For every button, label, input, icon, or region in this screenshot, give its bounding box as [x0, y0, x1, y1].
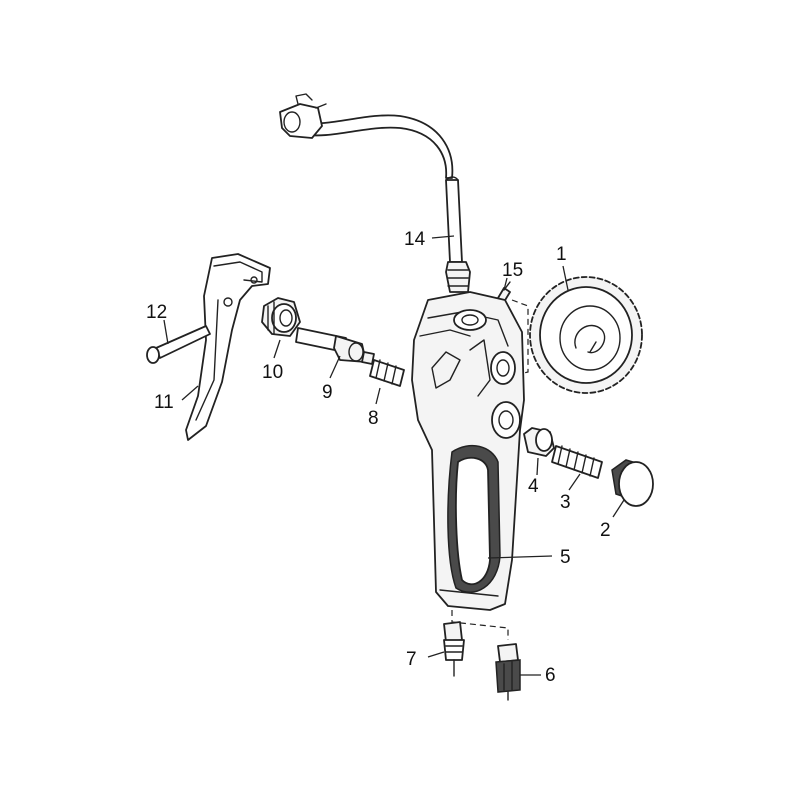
callout-3: 3 — [560, 492, 571, 513]
callout-2: 2 — [600, 520, 611, 541]
part-10-nut — [261, 297, 301, 337]
part-8-spring — [369, 359, 405, 387]
callout-1: 1 — [556, 244, 567, 265]
callout-14: 14 — [404, 229, 426, 250]
callout-7: 7 — [406, 649, 417, 670]
part-6-fitting — [495, 643, 521, 701]
callout-6: 6 — [545, 665, 556, 686]
part-11-trigger-lever — [185, 253, 271, 441]
callout-9: 9 — [322, 382, 333, 403]
part-9-plunger — [295, 327, 375, 365]
part-5-gun-body — [411, 291, 525, 640]
part-3-spring — [551, 445, 603, 479]
callout-numbers: 1 2 3 4 5 6 7 8 9 10 11 12 14 15 — [146, 229, 611, 686]
callout-8: 8 — [368, 408, 379, 429]
leader-lines — [163, 235, 625, 676]
part-12-pin — [146, 325, 211, 364]
part-7-fitting — [443, 621, 465, 677]
callout-15: 15 — [502, 260, 523, 281]
part-14-hose — [279, 93, 471, 293]
part-2-end-cap — [611, 459, 654, 507]
callout-10: 10 — [262, 362, 283, 383]
callout-12: 12 — [146, 302, 167, 323]
callout-4: 4 — [528, 476, 539, 497]
part-4-valve — [523, 427, 555, 457]
callout-11: 11 — [154, 392, 174, 413]
callout-5: 5 — [560, 547, 571, 568]
part-1-pressure-gauge — [511, 276, 643, 394]
